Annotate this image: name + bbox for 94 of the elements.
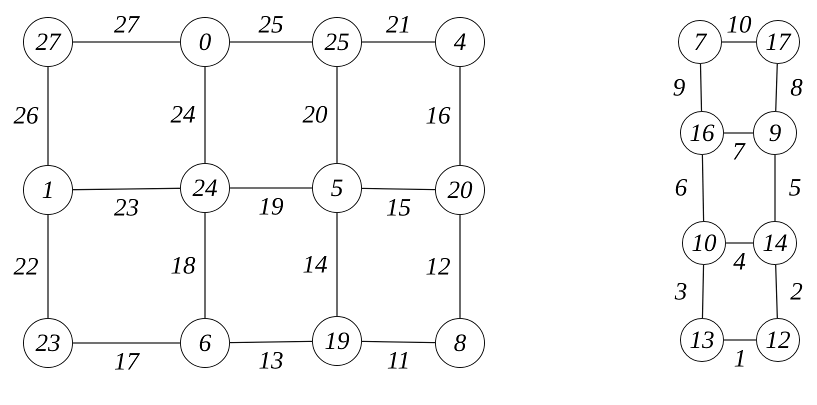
edge-line	[700, 64, 702, 112]
edge-label: 10	[726, 12, 752, 38]
graph-node	[680, 318, 724, 362]
edge-line	[73, 41, 180, 43]
edge-line	[724, 339, 756, 341]
edge-label: 12	[426, 254, 450, 279]
edge-label: 8	[790, 75, 803, 100]
edge-line	[73, 188, 180, 190]
graph-node	[435, 17, 485, 67]
graph-node	[312, 163, 362, 213]
edge-line	[702, 154, 704, 222]
graph-node	[23, 318, 73, 368]
edge-line	[775, 264, 778, 318]
graph-node	[180, 163, 230, 213]
graph-node	[23, 165, 73, 215]
edge-line	[336, 213, 338, 316]
edge-label: 1	[734, 346, 746, 372]
edge-line	[362, 188, 436, 190]
node-label: 5	[330, 176, 344, 200]
graph-node	[180, 318, 230, 368]
edge-label: 7	[732, 140, 745, 164]
edge-line	[336, 67, 338, 163]
edge-label: 25	[258, 12, 284, 38]
graph-node	[756, 20, 800, 64]
node-label: 7	[694, 30, 706, 54]
edge-label: 9	[672, 75, 686, 100]
edge-label: 15	[386, 196, 411, 220]
node-label: 19	[324, 328, 350, 354]
edge-label: 2	[790, 279, 803, 304]
node-label: 10	[692, 230, 716, 256]
edge-line	[230, 340, 312, 344]
graph-node	[180, 17, 230, 67]
graph-node	[435, 165, 485, 215]
edge-label: 17	[114, 350, 139, 374]
graph-node	[753, 111, 797, 155]
node-label: 25	[324, 30, 350, 54]
edge-label: 4	[733, 250, 746, 274]
node-label: 24	[192, 176, 218, 200]
node-label: 23	[36, 330, 60, 356]
edge-label: 16	[426, 104, 450, 128]
edge-label: 20	[302, 102, 328, 128]
edge-line	[230, 41, 312, 43]
node-label: 0	[198, 30, 212, 54]
node-label: 1	[42, 178, 54, 202]
edge-label: 5	[788, 176, 802, 200]
edge-label: 24	[170, 102, 196, 128]
edge-line	[204, 213, 206, 318]
edge-label: 3	[674, 279, 688, 304]
edge-label: 18	[170, 253, 196, 278]
edge-line	[362, 340, 436, 344]
edge-line	[459, 67, 461, 165]
edge-line	[230, 187, 312, 189]
edge-label: 19	[258, 194, 284, 220]
edge-label: 13	[258, 348, 284, 374]
edge-label: 14	[302, 252, 328, 277]
edge-line	[724, 132, 753, 134]
graph-node	[435, 318, 485, 368]
edge-label: 21	[386, 12, 411, 38]
graph-node	[23, 17, 73, 67]
edge-label: 11	[386, 348, 410, 374]
edge-label: 6	[674, 176, 688, 200]
node-label: 14	[762, 230, 788, 256]
edge-line	[47, 215, 49, 318]
graph-node	[312, 316, 362, 366]
edge-line	[722, 41, 756, 43]
graph-node	[756, 318, 800, 362]
edge-label: 27	[114, 12, 139, 38]
edge-line	[702, 264, 704, 318]
node-label: 27	[36, 30, 60, 54]
edge-label: 26	[14, 104, 38, 128]
edge-line	[775, 64, 778, 112]
graph-node	[682, 221, 726, 265]
graph-node	[680, 111, 724, 155]
node-label: 20	[448, 178, 472, 202]
node-label: 6	[198, 330, 212, 356]
edge-line	[726, 242, 753, 244]
edge-line	[774, 155, 776, 221]
edge-label: 22	[14, 254, 38, 279]
node-label: 12	[766, 328, 790, 352]
graph-node	[312, 17, 362, 67]
edge-line	[204, 67, 206, 163]
node-label: 16	[690, 120, 714, 146]
node-label: 4	[454, 30, 466, 54]
edge-line	[362, 41, 435, 43]
edge-label: 23	[114, 196, 139, 220]
edge-line	[47, 67, 49, 165]
graph-node	[753, 221, 797, 265]
node-label: 8	[454, 330, 466, 356]
graph-node	[678, 20, 722, 64]
node-label: 13	[690, 328, 714, 352]
edge-line	[459, 215, 461, 318]
node-label: 9	[768, 120, 782, 146]
node-label: 17	[766, 30, 790, 54]
edge-line	[73, 342, 180, 344]
